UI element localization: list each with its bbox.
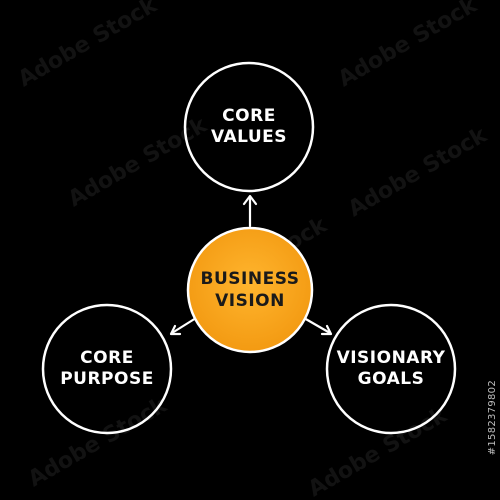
core-values-circle: [183, 61, 315, 193]
arrowhead-core-values: [242, 194, 258, 206]
arrow-to-core-purpose: [170, 316, 198, 335]
core-purpose-circle: [41, 303, 173, 435]
arrowhead-visionary-goals: [320, 324, 333, 336]
business-vision-label: BUSINESS VISION: [200, 269, 300, 311]
business-vision-circle: [186, 226, 314, 354]
core-purpose-label: CORE PURPOSE: [60, 348, 154, 389]
visionary-goals-circle: [325, 303, 457, 435]
visionary-goals-label: VISIONARY GOALS: [336, 348, 446, 389]
arrow-to-visionary-goals: [302, 316, 332, 335]
stock-id: #1582379802: [487, 380, 498, 456]
core-values-label: CORE VALUES: [210, 106, 288, 147]
arrowhead-core-purpose: [169, 324, 182, 336]
